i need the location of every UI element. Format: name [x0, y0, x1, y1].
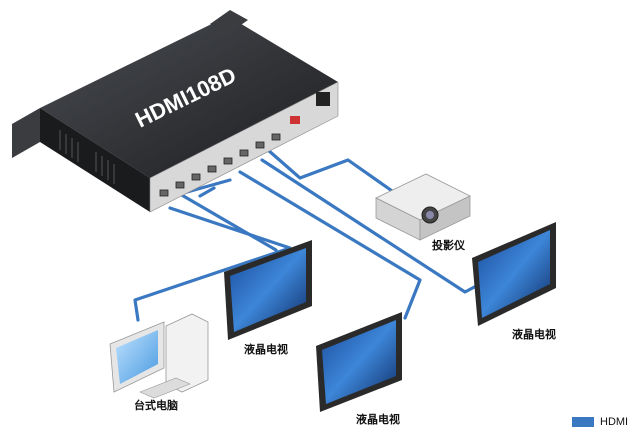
projector-label: 投影仪 — [432, 239, 465, 252]
tv-bottom-screen — [322, 320, 396, 404]
power-switch — [290, 116, 300, 124]
legend: HDMI — [572, 414, 628, 430]
tv-left-screen — [230, 248, 306, 332]
projector — [375, 173, 471, 241]
tv-bottom — [316, 312, 402, 412]
hdmi108d-device: HDMI108D — [12, 10, 339, 213]
cable-pc — [133, 206, 292, 322]
cable-extra — [198, 186, 216, 198]
tv-left-label: 液晶电视 — [244, 343, 288, 356]
legend-label: HDMI — [600, 416, 629, 428]
tv-right-screen — [478, 230, 550, 318]
rack-ear-left — [12, 108, 40, 158]
cable-tv-bottom — [238, 170, 422, 320]
device-left-side — [40, 108, 150, 212]
tv-right-label: 液晶电视 — [512, 328, 556, 341]
desktop-pc — [109, 313, 209, 399]
output-ports — [159, 133, 281, 197]
pc-label: 台式电脑 — [134, 399, 178, 412]
projector-side — [419, 195, 471, 241]
lens-glass — [426, 211, 434, 219]
tv-right — [472, 222, 556, 326]
side-vents — [59, 130, 115, 184]
power-socket — [316, 92, 330, 106]
cable-projector — [266, 148, 407, 202]
legend-swatch — [572, 417, 594, 427]
rack-ear-top — [210, 10, 248, 34]
pc-monitor-screen — [116, 330, 158, 384]
device-top — [40, 16, 338, 178]
pc-keyboard — [139, 377, 191, 399]
tv-left — [224, 240, 312, 340]
tv-bottom-label: 液晶电视 — [356, 413, 400, 426]
